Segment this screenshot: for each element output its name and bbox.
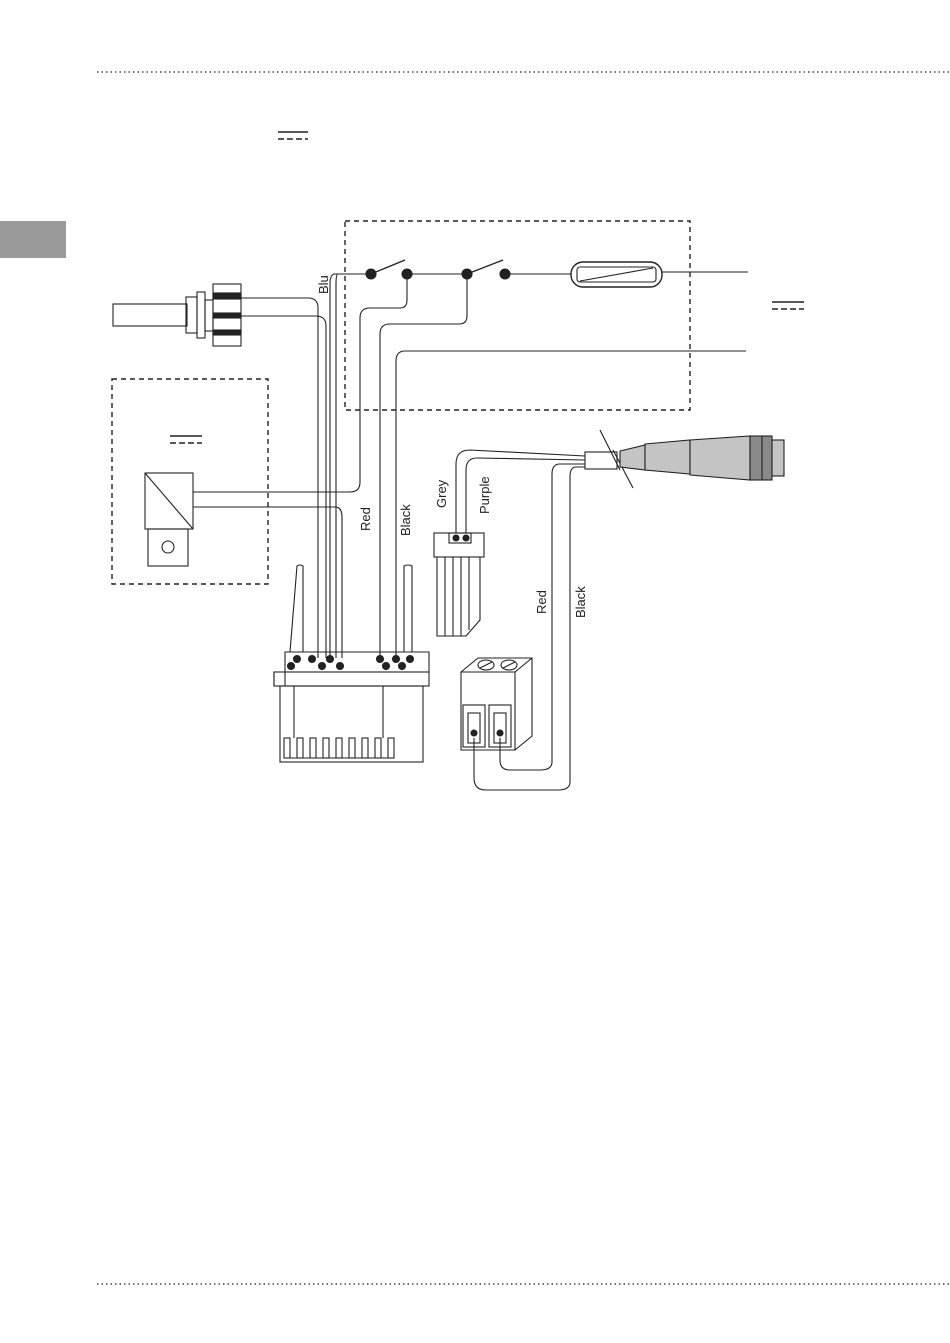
- wire-label-red-left: Red: [358, 507, 373, 531]
- screw-terminal-connector: [461, 658, 532, 750]
- wire-label-blu: Blu: [316, 275, 331, 294]
- switch-chain: [335, 260, 571, 279]
- blu-wire: [330, 274, 335, 658]
- switch-enclosure-box: [345, 221, 690, 410]
- main-terminal-contacts: [288, 656, 414, 670]
- inline-resistor: [571, 262, 748, 287]
- dc-voltage-symbol-icon: [278, 132, 308, 139]
- wire-label-grey: Grey: [434, 479, 449, 508]
- sensor-block: [145, 274, 407, 658]
- rod-wire-middle: [241, 316, 326, 658]
- wire-label-black-right: Black: [573, 586, 588, 618]
- dc-voltage-symbol-icon: [170, 436, 202, 443]
- rod-wire-upper: [241, 298, 318, 658]
- cable-gland: [585, 430, 784, 488]
- blu-wire-return: [336, 274, 338, 658]
- main-terminal-pins: [284, 738, 394, 758]
- rod-sensor: [113, 284, 241, 346]
- grey-purple-connector: [434, 533, 484, 636]
- red-wire-left: [380, 274, 467, 658]
- wire-label-purple: Purple: [477, 476, 492, 514]
- cable-wires: [456, 450, 585, 790]
- wire-label-black-left: Black: [398, 504, 413, 536]
- sensor-enclosure-box: [112, 379, 268, 584]
- wire-label-red-right: Red: [534, 590, 549, 614]
- main-terminal-block: [274, 565, 429, 762]
- dc-voltage-symbol-icon: [772, 302, 804, 309]
